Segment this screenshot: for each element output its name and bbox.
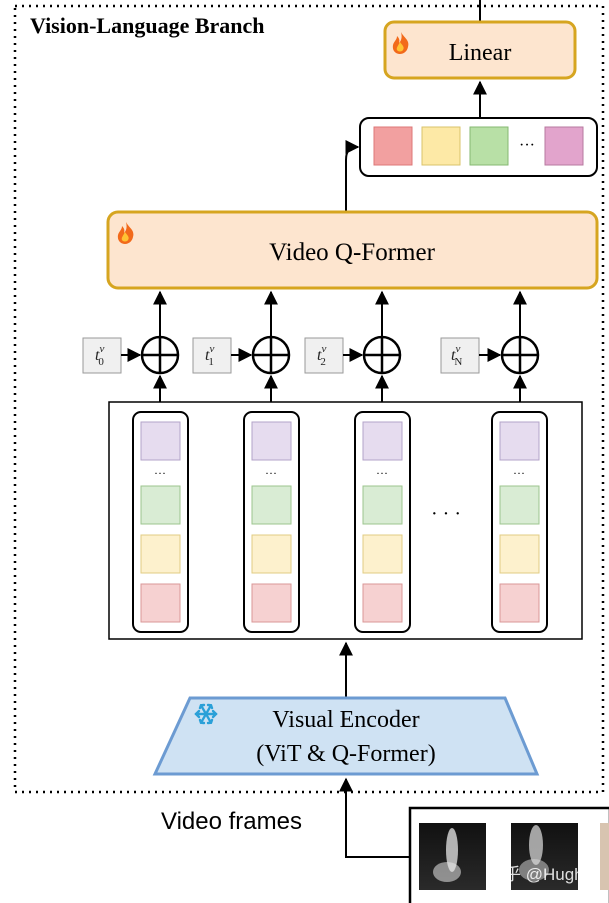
frame-token: [140, 485, 181, 525]
frame-column-1: ···: [243, 411, 300, 633]
video-qformer-block: Video Q-Former: [106, 210, 599, 290]
frame-token-dots: ···: [513, 466, 525, 480]
encoder-line2: (ViT & Q-Former): [256, 741, 435, 767]
frame-token: [251, 485, 292, 525]
frame-token: [251, 534, 292, 574]
video-frames-strip: [408, 806, 609, 903]
query-token-ellipsis: ···: [519, 137, 535, 154]
frame-token: [499, 583, 540, 623]
linear-block: Linear: [383, 20, 577, 80]
frame-column-n: ···: [491, 411, 548, 633]
snowflake-icon: [194, 703, 218, 725]
query-token-row: ···: [359, 117, 598, 177]
query-token: [544, 126, 584, 166]
frame-token-dots: ···: [376, 466, 388, 480]
frame-token: [362, 485, 403, 525]
branch-title: Vision-Language Branch: [30, 13, 265, 38]
video-qformer-label: Video Q-Former: [269, 239, 435, 266]
frame-token: [251, 421, 292, 461]
query-token: [469, 126, 509, 166]
branch-boundary: [13, 4, 605, 794]
frame-column-2: ···: [354, 411, 411, 633]
add-operator: [362, 335, 402, 375]
arrow-qformer-to-tokens: [345, 140, 360, 212]
frame-token: [499, 421, 540, 461]
frame-token: [362, 583, 403, 623]
frame-token: [140, 583, 181, 623]
frame-columns-ellipsis: · · ·: [431, 503, 461, 525]
linear-label: Linear: [449, 40, 512, 66]
add-operator: [500, 335, 540, 375]
watermark: 知乎 @Hugh: [487, 865, 584, 884]
video-frames-label: Video frames: [161, 808, 302, 835]
frame-token: [499, 485, 540, 525]
frame-token: [362, 421, 403, 461]
frame-token: [251, 583, 292, 623]
arrow-frames-to-encoder: [339, 777, 412, 858]
add-operator: [140, 335, 180, 375]
query-token: [373, 126, 413, 166]
query-token: [421, 126, 461, 166]
add-operator: [251, 335, 291, 375]
visual-encoder-block: Visual Encoder (ViT & Q-Former): [152, 696, 540, 776]
video-frame-thumbnail: [419, 823, 486, 890]
frame-column-0: ···: [132, 411, 189, 633]
video-frame-thumbnail: [511, 823, 578, 890]
fire-icon: [117, 222, 134, 244]
frame-token: [140, 534, 181, 574]
video-frame-thumbnail: [600, 823, 609, 890]
encoder-line1: Visual Encoder: [272, 707, 419, 733]
frame-token-dots: ···: [154, 466, 166, 480]
fire-icon: [392, 32, 409, 54]
frame-token-dots: ···: [265, 466, 277, 480]
frame-token: [499, 534, 540, 574]
frame-token: [362, 534, 403, 574]
frame-token: [140, 421, 181, 461]
